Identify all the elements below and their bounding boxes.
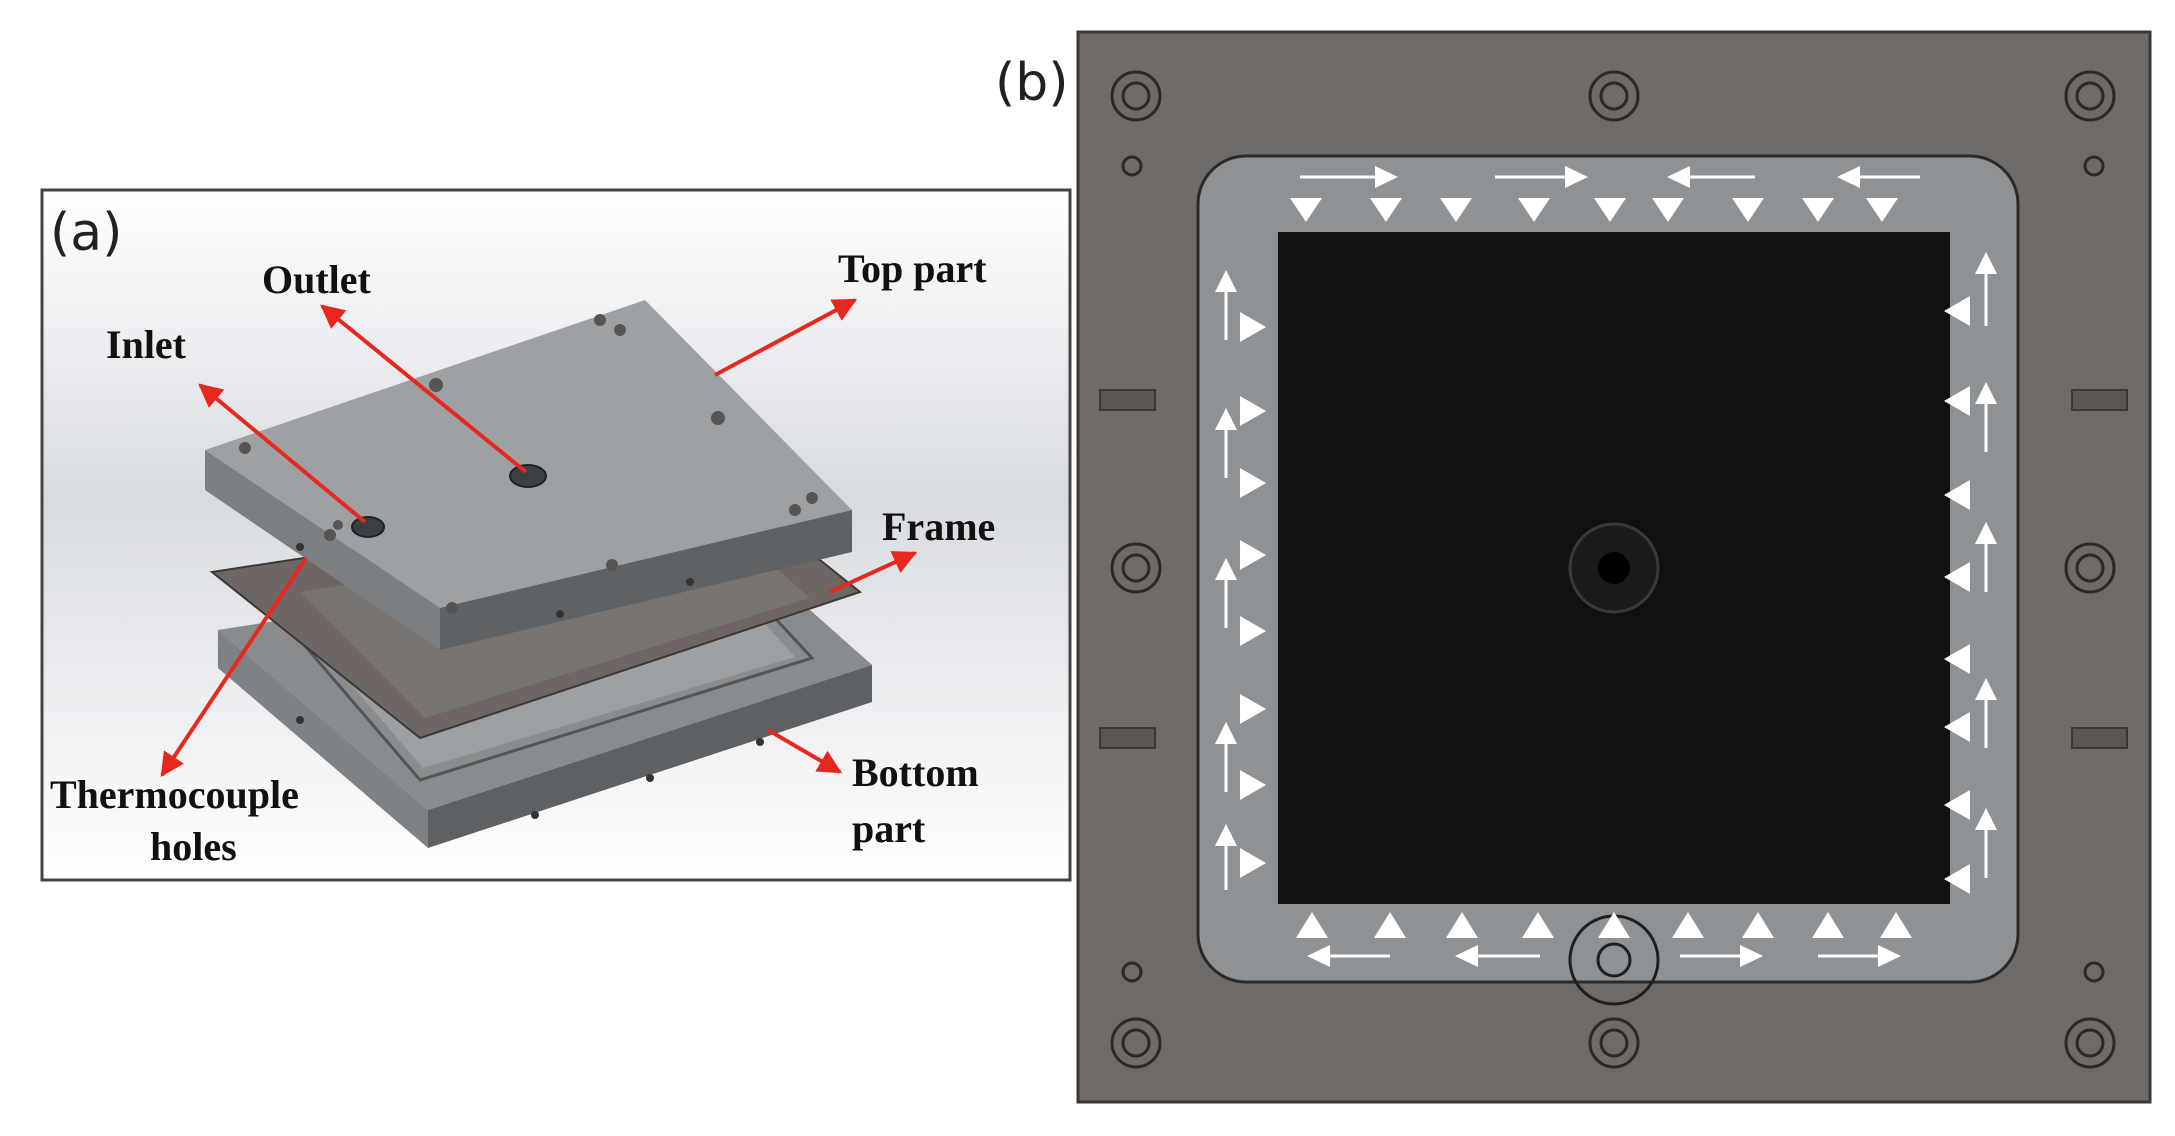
frame-arrow bbox=[829, 551, 918, 594]
outlet-port bbox=[509, 464, 547, 488]
panel-b-label: (b) bbox=[995, 53, 1069, 113]
label-top-part: Top part bbox=[838, 246, 987, 291]
thermocouple-arrow bbox=[160, 556, 308, 777]
panel-a-label: (a) bbox=[50, 203, 122, 263]
top-part-arrow bbox=[714, 298, 858, 377]
panel-b: (b) bbox=[995, 30, 2152, 1104]
inlet-arrow bbox=[198, 383, 367, 524]
bottom-part-arrow bbox=[766, 728, 843, 774]
outlet-arrow bbox=[320, 304, 528, 474]
label-bottom: Bottom bbox=[852, 750, 979, 795]
callout-arrows bbox=[160, 298, 918, 777]
label-frame: Frame bbox=[882, 504, 995, 549]
label-thermocouple-holes: holes bbox=[150, 824, 237, 869]
inlet-port bbox=[351, 516, 385, 538]
top-part bbox=[205, 300, 852, 650]
panel-a: (a) bbox=[40, 188, 1072, 882]
bolt-holes bbox=[1110, 70, 2116, 1069]
label-inlet: Inlet bbox=[106, 322, 187, 367]
central-outlet bbox=[1568, 522, 1660, 614]
label-outlet: Outlet bbox=[262, 257, 372, 302]
label-bottom-part: part bbox=[852, 806, 926, 851]
label-thermocouple: Thermocouple bbox=[50, 772, 299, 817]
flow-arrows bbox=[1215, 166, 1997, 967]
